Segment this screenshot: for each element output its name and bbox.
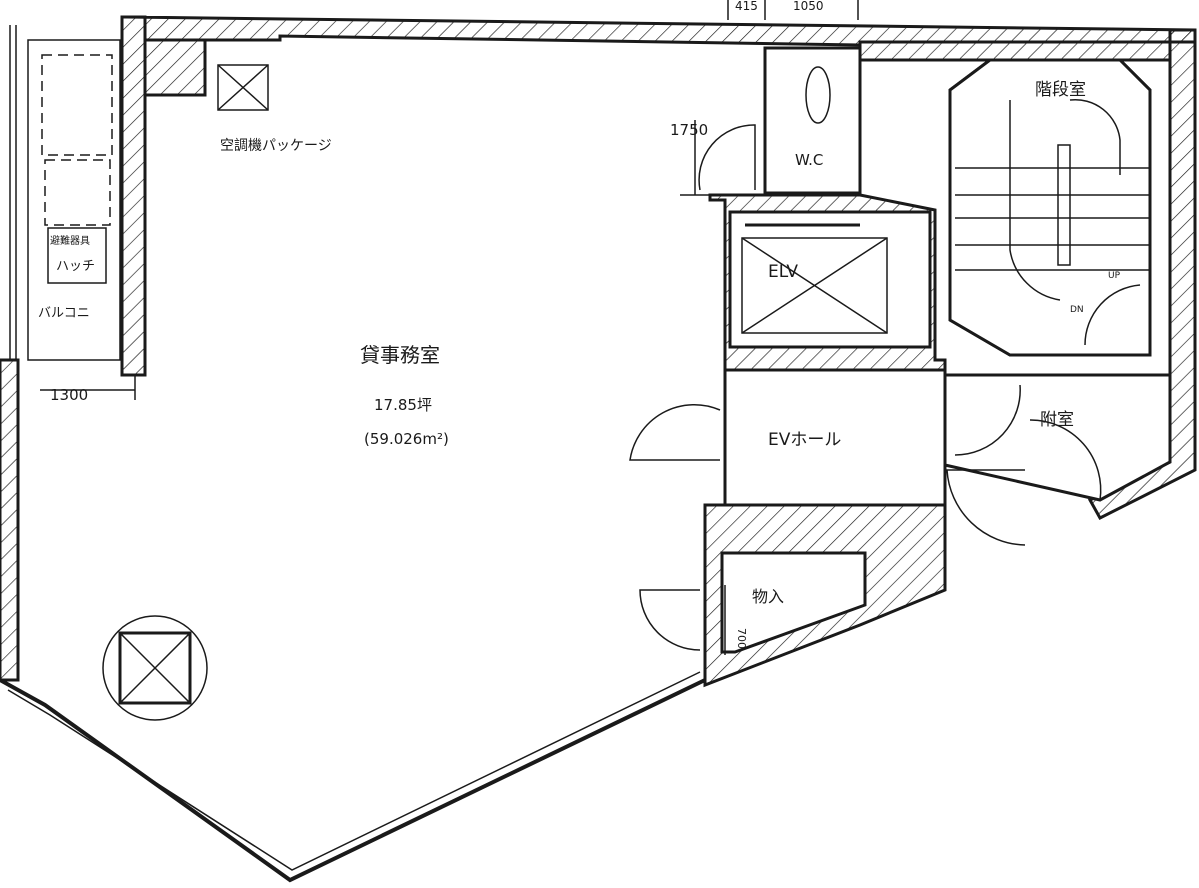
office-name: 貸事務室 <box>360 343 440 367</box>
top-dim-a: 415 <box>735 0 758 13</box>
column-marker <box>102 615 208 721</box>
stairs-label: 階段室 <box>1035 80 1086 100</box>
escape-hatch-label: ハッチ <box>56 259 95 274</box>
ev-hall-room <box>723 368 947 507</box>
vestibule-label: 附室 <box>1040 410 1074 430</box>
stair-room <box>948 58 1152 357</box>
escape-hatch-top-label: 避難器具 <box>50 234 90 247</box>
balcony-outline <box>27 39 121 361</box>
down-label: DN <box>1070 305 1084 315</box>
stair-treads <box>955 98 1150 301</box>
aircon-unit <box>217 64 269 111</box>
toilet-icon <box>805 66 831 124</box>
escape-hatch <box>47 227 107 284</box>
aircon-label: 空調機パッケージ <box>220 138 332 154</box>
ev-hall-label: EVホール <box>768 430 841 450</box>
balcony-width-dim: 1300 <box>50 386 88 404</box>
elevator-label: ELV <box>768 262 798 282</box>
top-dim-b: 1050 <box>793 0 824 13</box>
storage-depth-dim: 700 <box>735 628 748 649</box>
office-area-m2: (59.026m²) <box>364 430 449 448</box>
office-bottom-wall <box>0 678 706 883</box>
elevator-shaft <box>728 210 932 349</box>
up-label: UP <box>1108 271 1121 281</box>
storage-room <box>720 551 867 654</box>
office-area-tsubo: 17.85坪 <box>374 396 432 414</box>
vestibule-room <box>943 373 1172 502</box>
balcony-label: バルコニ <box>38 306 90 321</box>
storage-label: 物入 <box>752 587 784 606</box>
office-left-wall <box>0 358 20 682</box>
wc-label: W.C <box>795 151 823 169</box>
toilet-depth-dim: 1750 <box>670 121 708 139</box>
left-column-wall <box>120 15 147 377</box>
shaft-wall <box>143 38 207 97</box>
